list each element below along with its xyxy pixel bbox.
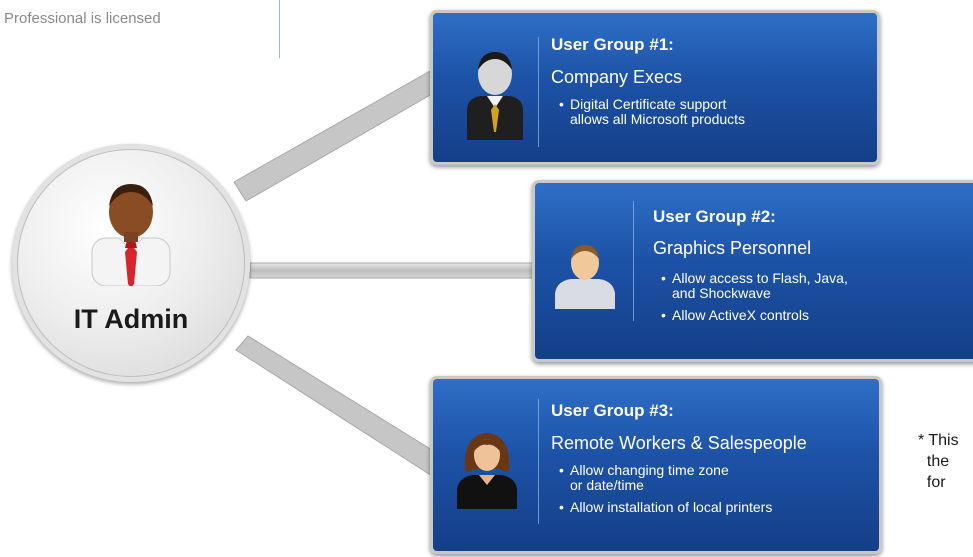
group-1-separator (538, 37, 539, 147)
top-divider (279, 0, 280, 58)
group-1-bullet-1: Digital Certificate support allows all M… (559, 97, 859, 127)
it-admin-node: IT Admin (12, 144, 250, 382)
group-2-subtitle: Graphics Personnel (653, 238, 812, 258)
connector-group-2 (249, 262, 535, 279)
top-note: Professional is licensed (4, 10, 161, 27)
group-3-bullet-2: Allow installation of local printers (559, 500, 869, 516)
admin-person-icon (91, 184, 171, 286)
group-1-bullets: Digital Certificate support allows all M… (559, 97, 859, 134)
group-2-bullet-2: Allow ActiveX controls (661, 308, 961, 324)
group-3-separator (538, 399, 539, 524)
group-3-bullet-1: Allow changing time zone or date/time (559, 463, 869, 493)
footnote: * This the for (918, 432, 959, 491)
remote-worker-avatar-icon (457, 433, 517, 509)
group-2-separator (633, 201, 634, 321)
connector-group-1 (233, 69, 433, 202)
user-group-1-box: User Group #1: Company Execs Digital Cer… (430, 10, 880, 165)
graphics-person-avatar-icon (555, 245, 615, 309)
group-3-title: User Group #3: (551, 401, 674, 420)
group-2-bullet-1: Allow access to Flash, Java, and Shockwa… (661, 271, 961, 301)
group-3-subtitle: Remote Workers & Salespeople (551, 433, 807, 453)
connector-group-3 (235, 335, 433, 477)
group-1-title: User Group #1: (551, 35, 674, 54)
group-1-subtitle: Company Execs (551, 67, 683, 87)
user-group-3-box: User Group #3: Remote Workers & Salespeo… (430, 376, 882, 554)
group-3-bullets: Allow changing time zone or date/time Al… (559, 463, 869, 522)
group-2-title: User Group #2: (653, 207, 776, 226)
executive-avatar-icon (467, 52, 523, 140)
user-group-2-box: User Group #2: Graphics Personnel Allow … (532, 180, 973, 362)
group-2-bullets: Allow access to Flash, Java, and Shockwa… (661, 271, 961, 330)
it-admin-label: IT Admin (73, 304, 189, 334)
